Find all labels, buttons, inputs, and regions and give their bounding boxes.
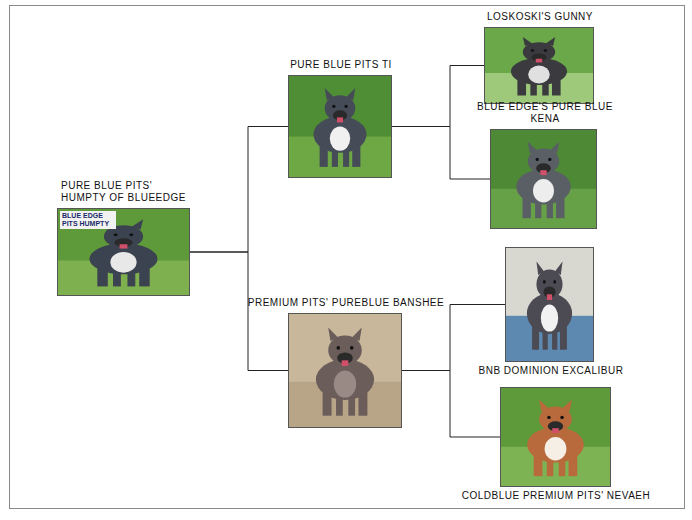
pedigree-line — [392, 127, 490, 180]
dog-photo — [506, 248, 593, 361]
dog-name: PURE BLUE PITS' HUMPTY OF BLUEEDGE — [61, 180, 196, 204]
dog-box: LOSKOSKI'S GUNNY — [484, 27, 594, 104]
dog-name: LOSKOSKI'S GUNNY — [475, 11, 605, 23]
pedigree-line — [190, 127, 288, 253]
dog-name: BLUE EDGE'S PURE BLUE KENA — [467, 101, 623, 125]
dog-photo — [289, 76, 391, 177]
dog-photo — [485, 28, 593, 103]
dog-box: PREMIUM PITS' PUREBLUE BANSHEE — [288, 313, 402, 428]
dog-box: BLUE EDGE'S PURE BLUE KENA — [490, 129, 597, 229]
dog-name: BNB DOMINION EXCALIBUR — [474, 365, 628, 377]
dog-box: COLDBLUE PREMIUM PITS' NEVAEH — [500, 387, 611, 487]
pedigree-line — [402, 305, 505, 371]
watermark: BLUE EDGE PITS HUMPTY — [60, 211, 116, 229]
dog-name: PURE BLUE PITS TI — [271, 59, 411, 71]
dog-photo — [491, 130, 596, 228]
dog-box: PURE BLUE PITS TI — [288, 75, 392, 178]
pedigree-line — [402, 371, 500, 438]
pedigree-line — [392, 66, 484, 127]
dog-photo — [501, 388, 610, 486]
dog-photo — [289, 314, 401, 427]
dog-name: PREMIUM PITS' PUREBLUE BANSHEE — [241, 297, 451, 309]
pedigree-line — [190, 252, 288, 371]
dog-name: COLDBLUE PREMIUM PITS' NEVAEH — [451, 490, 661, 502]
dog-box: BNB DOMINION EXCALIBUR — [505, 247, 594, 362]
